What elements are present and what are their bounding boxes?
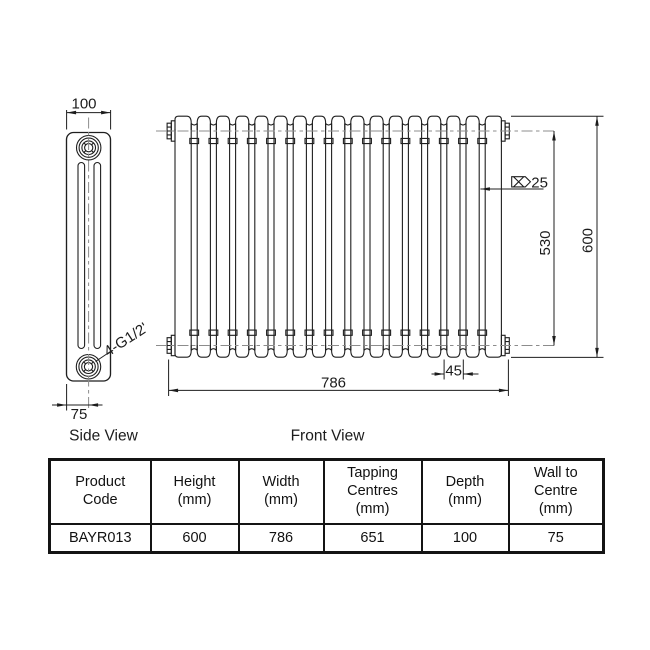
value-width: 786 — [237, 523, 325, 554]
width-dim-label: 786 — [321, 375, 346, 392]
front-view-drawing: ⌦25 530 600 45 786 Fron — [156, 115, 604, 445]
wall-to-centre-dim-label: 75 — [71, 406, 88, 423]
tapping-note-label: 4-G1/2' — [101, 319, 151, 360]
tapping-height-dim-label: 530 — [537, 230, 554, 255]
value-product-code: BAYR013 — [48, 523, 152, 554]
radiator-columns — [174, 115, 502, 358]
header-width: Width (mm) — [237, 458, 325, 525]
value-tapping-centres: 651 — [322, 523, 423, 554]
side-width-dim-label: 100 — [71, 96, 96, 113]
dimension-100: 100 — [66, 96, 112, 130]
dimension-75: 75 — [52, 384, 103, 423]
radiator-technical-drawing: 100 75 4-G1/2' Side View — [52, 96, 604, 445]
dimension-45: 45 — [431, 359, 479, 380]
dimension-diameter-25: ⌦25 — [480, 175, 548, 192]
spec-table: Product Code Height (mm) Width (mm) Tapp… — [48, 458, 605, 554]
front-view-title: Front View — [291, 428, 366, 445]
dimension-786: 786 — [168, 359, 509, 396]
column-diameter-dim-label: ⌦25 — [510, 175, 548, 192]
header-product-code: Product Code — [48, 458, 152, 525]
side-view-groove — [93, 161, 102, 350]
header-wall-to-centre: Wall to Centre (mm) — [507, 458, 605, 525]
tapping-bosses — [166, 120, 510, 357]
header-depth: Depth (mm) — [420, 458, 510, 525]
height-dim-label: 600 — [580, 228, 597, 253]
spec-table-data-row: BAYR013 600 786 651 100 75 — [48, 523, 605, 554]
spec-table-header-row: Product Code Height (mm) Width (mm) Tapp… — [48, 458, 605, 525]
section-pitch-dim-label: 45 — [445, 363, 462, 380]
value-height: 600 — [149, 523, 240, 554]
tapping-note: 4-G1/2' — [95, 319, 151, 362]
value-depth: 100 — [420, 523, 510, 554]
header-tapping-centres: Tapping Centres (mm) — [322, 458, 423, 525]
side-view-drawing: 100 75 4-G1/2' Side View — [52, 96, 151, 445]
dimension-600: 600 — [511, 115, 604, 358]
dimension-530: 530 — [537, 131, 556, 346]
header-height: Height (mm) — [149, 458, 240, 525]
side-view-title: Side View — [69, 428, 138, 445]
side-view-groove — [77, 161, 86, 350]
value-wall-to-centre: 75 — [507, 523, 605, 554]
